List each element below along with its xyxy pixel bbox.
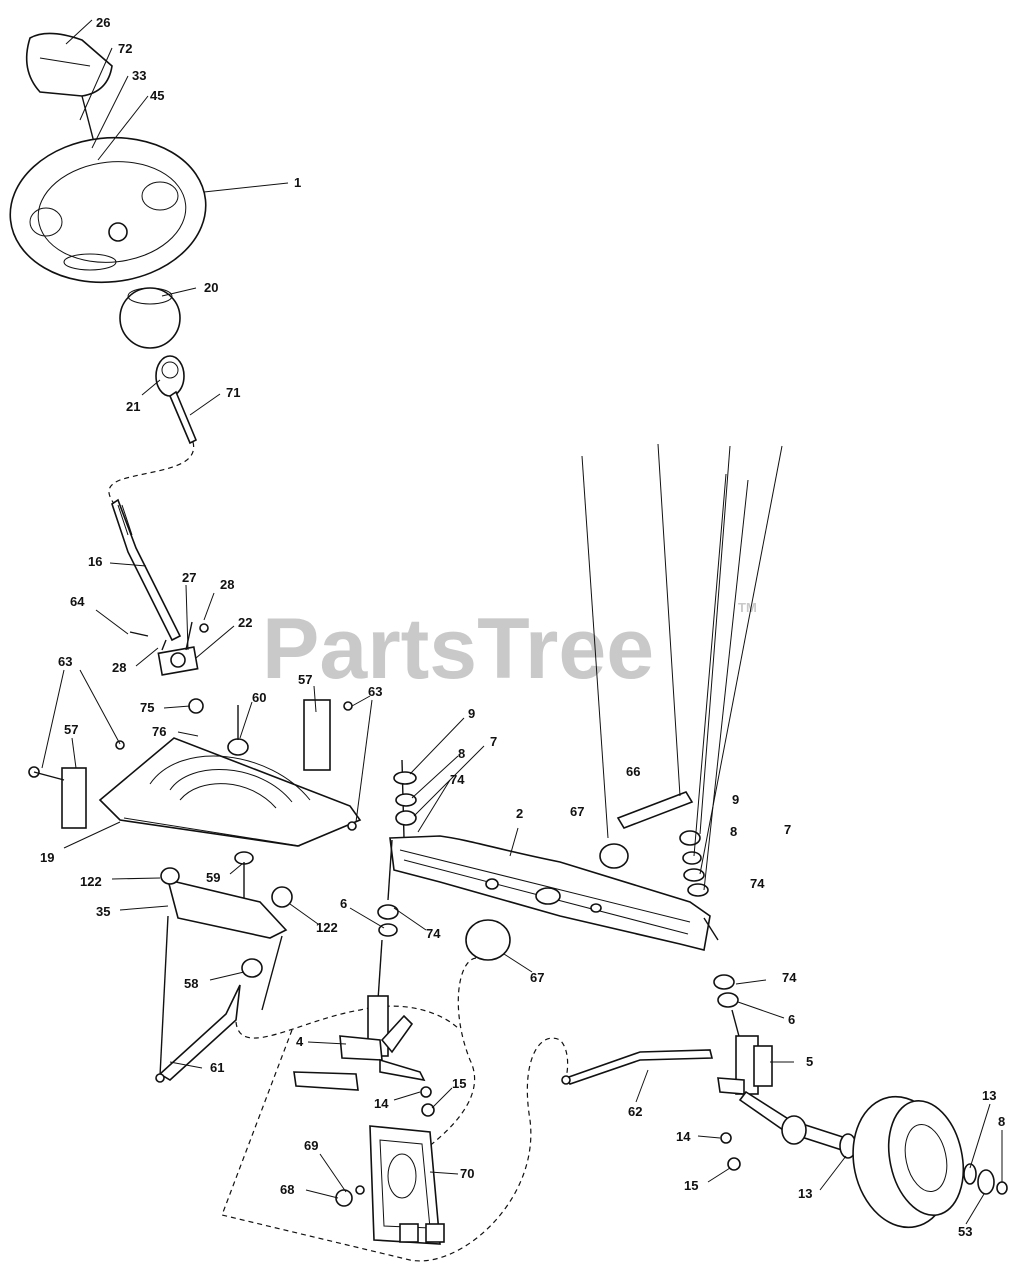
callout-8-wheel: 8 xyxy=(998,1114,1005,1129)
callout-6-right: 6 xyxy=(788,1012,795,1027)
callout-5: 5 xyxy=(806,1054,813,1069)
callout-74-right-top: 74 xyxy=(750,876,765,891)
steering-cap-part xyxy=(25,32,113,97)
steering-bushing-part xyxy=(155,355,185,397)
callout-71: 71 xyxy=(226,385,240,400)
callout-15-left: 15 xyxy=(452,1076,466,1091)
callout-6-left: 6 xyxy=(340,896,347,911)
front-wheel-part xyxy=(852,1095,965,1229)
callout-16: 16 xyxy=(88,554,102,569)
steering-wheel-part xyxy=(9,136,207,284)
callout-45: 45 xyxy=(150,88,164,103)
callout-21: 21 xyxy=(126,399,140,414)
callout-33: 33 xyxy=(132,68,146,83)
callout-19: 19 xyxy=(40,850,54,865)
callout-4: 4 xyxy=(296,1034,304,1049)
callout-70: 70 xyxy=(460,1166,474,1181)
callout-63-left: 63 xyxy=(58,654,72,669)
callout-62: 62 xyxy=(628,1104,642,1119)
callout-57-left: 57 xyxy=(64,722,78,737)
callout-8-right: 8 xyxy=(730,824,737,839)
callout-20: 20 xyxy=(204,280,218,295)
callout-72: 72 xyxy=(118,41,132,56)
callout-60: 60 xyxy=(252,690,266,705)
callout-13-bottom: 13 xyxy=(798,1186,812,1201)
callout-9-right: 9 xyxy=(732,792,739,807)
callout-75: 75 xyxy=(140,700,154,715)
callout-74-left-bottom: 74 xyxy=(426,926,441,941)
callout-58: 58 xyxy=(184,976,198,991)
left-spindle-part xyxy=(293,995,426,1091)
callout-15-right: 15 xyxy=(684,1178,698,1193)
callout-64: 64 xyxy=(70,594,85,609)
bracket-plate-part xyxy=(369,1125,445,1245)
callout-74-left-top: 74 xyxy=(450,772,465,787)
callout-57-right: 57 xyxy=(298,672,312,687)
callout-1: 1 xyxy=(294,175,301,190)
callout-61: 61 xyxy=(210,1060,224,1075)
callout-7-left: 7 xyxy=(490,734,497,749)
callout-14-right: 14 xyxy=(676,1129,691,1144)
callout-76: 76 xyxy=(152,724,166,739)
callout-2: 2 xyxy=(516,806,523,821)
callout-53: 53 xyxy=(958,1224,972,1239)
leader-lines xyxy=(41,19,1003,1225)
callout-66: 66 xyxy=(626,764,640,779)
callout-28-top: 28 xyxy=(220,577,234,592)
steering-sector-part xyxy=(155,867,293,1083)
steering-plate-part xyxy=(28,699,362,900)
callout-labels: 26 72 33 45 1 20 21 71 16 27 28 64 28 22… xyxy=(40,15,1005,1239)
callout-59: 59 xyxy=(206,870,220,885)
steering-gear-assembly xyxy=(129,621,209,714)
callout-63-right: 63 xyxy=(368,684,382,699)
callout-28-left: 28 xyxy=(112,660,126,675)
callout-13-top: 13 xyxy=(982,1088,996,1103)
callout-35: 35 xyxy=(96,904,110,919)
callout-26: 26 xyxy=(96,15,110,30)
callout-27: 27 xyxy=(182,570,196,585)
callout-68: 68 xyxy=(280,1182,294,1197)
callout-22: 22 xyxy=(238,615,252,630)
watermark-tm: TM xyxy=(738,600,757,615)
callout-69: 69 xyxy=(304,1138,318,1153)
callout-74-right-bottom: 74 xyxy=(782,970,797,985)
callout-9-left: 9 xyxy=(468,706,475,721)
callout-8-left: 8 xyxy=(458,746,465,761)
callout-14-left: 14 xyxy=(374,1096,389,1111)
callout-7-right: 7 xyxy=(784,822,791,837)
front-axle-part xyxy=(387,835,719,951)
callout-67-bottom: 67 xyxy=(530,970,544,985)
callout-122-right: 122 xyxy=(316,920,338,935)
watermark: PartsTree xyxy=(262,601,654,697)
steering-bellows-part xyxy=(119,287,181,349)
callout-67-top: 67 xyxy=(570,804,584,819)
callout-122-left: 122 xyxy=(80,874,102,889)
